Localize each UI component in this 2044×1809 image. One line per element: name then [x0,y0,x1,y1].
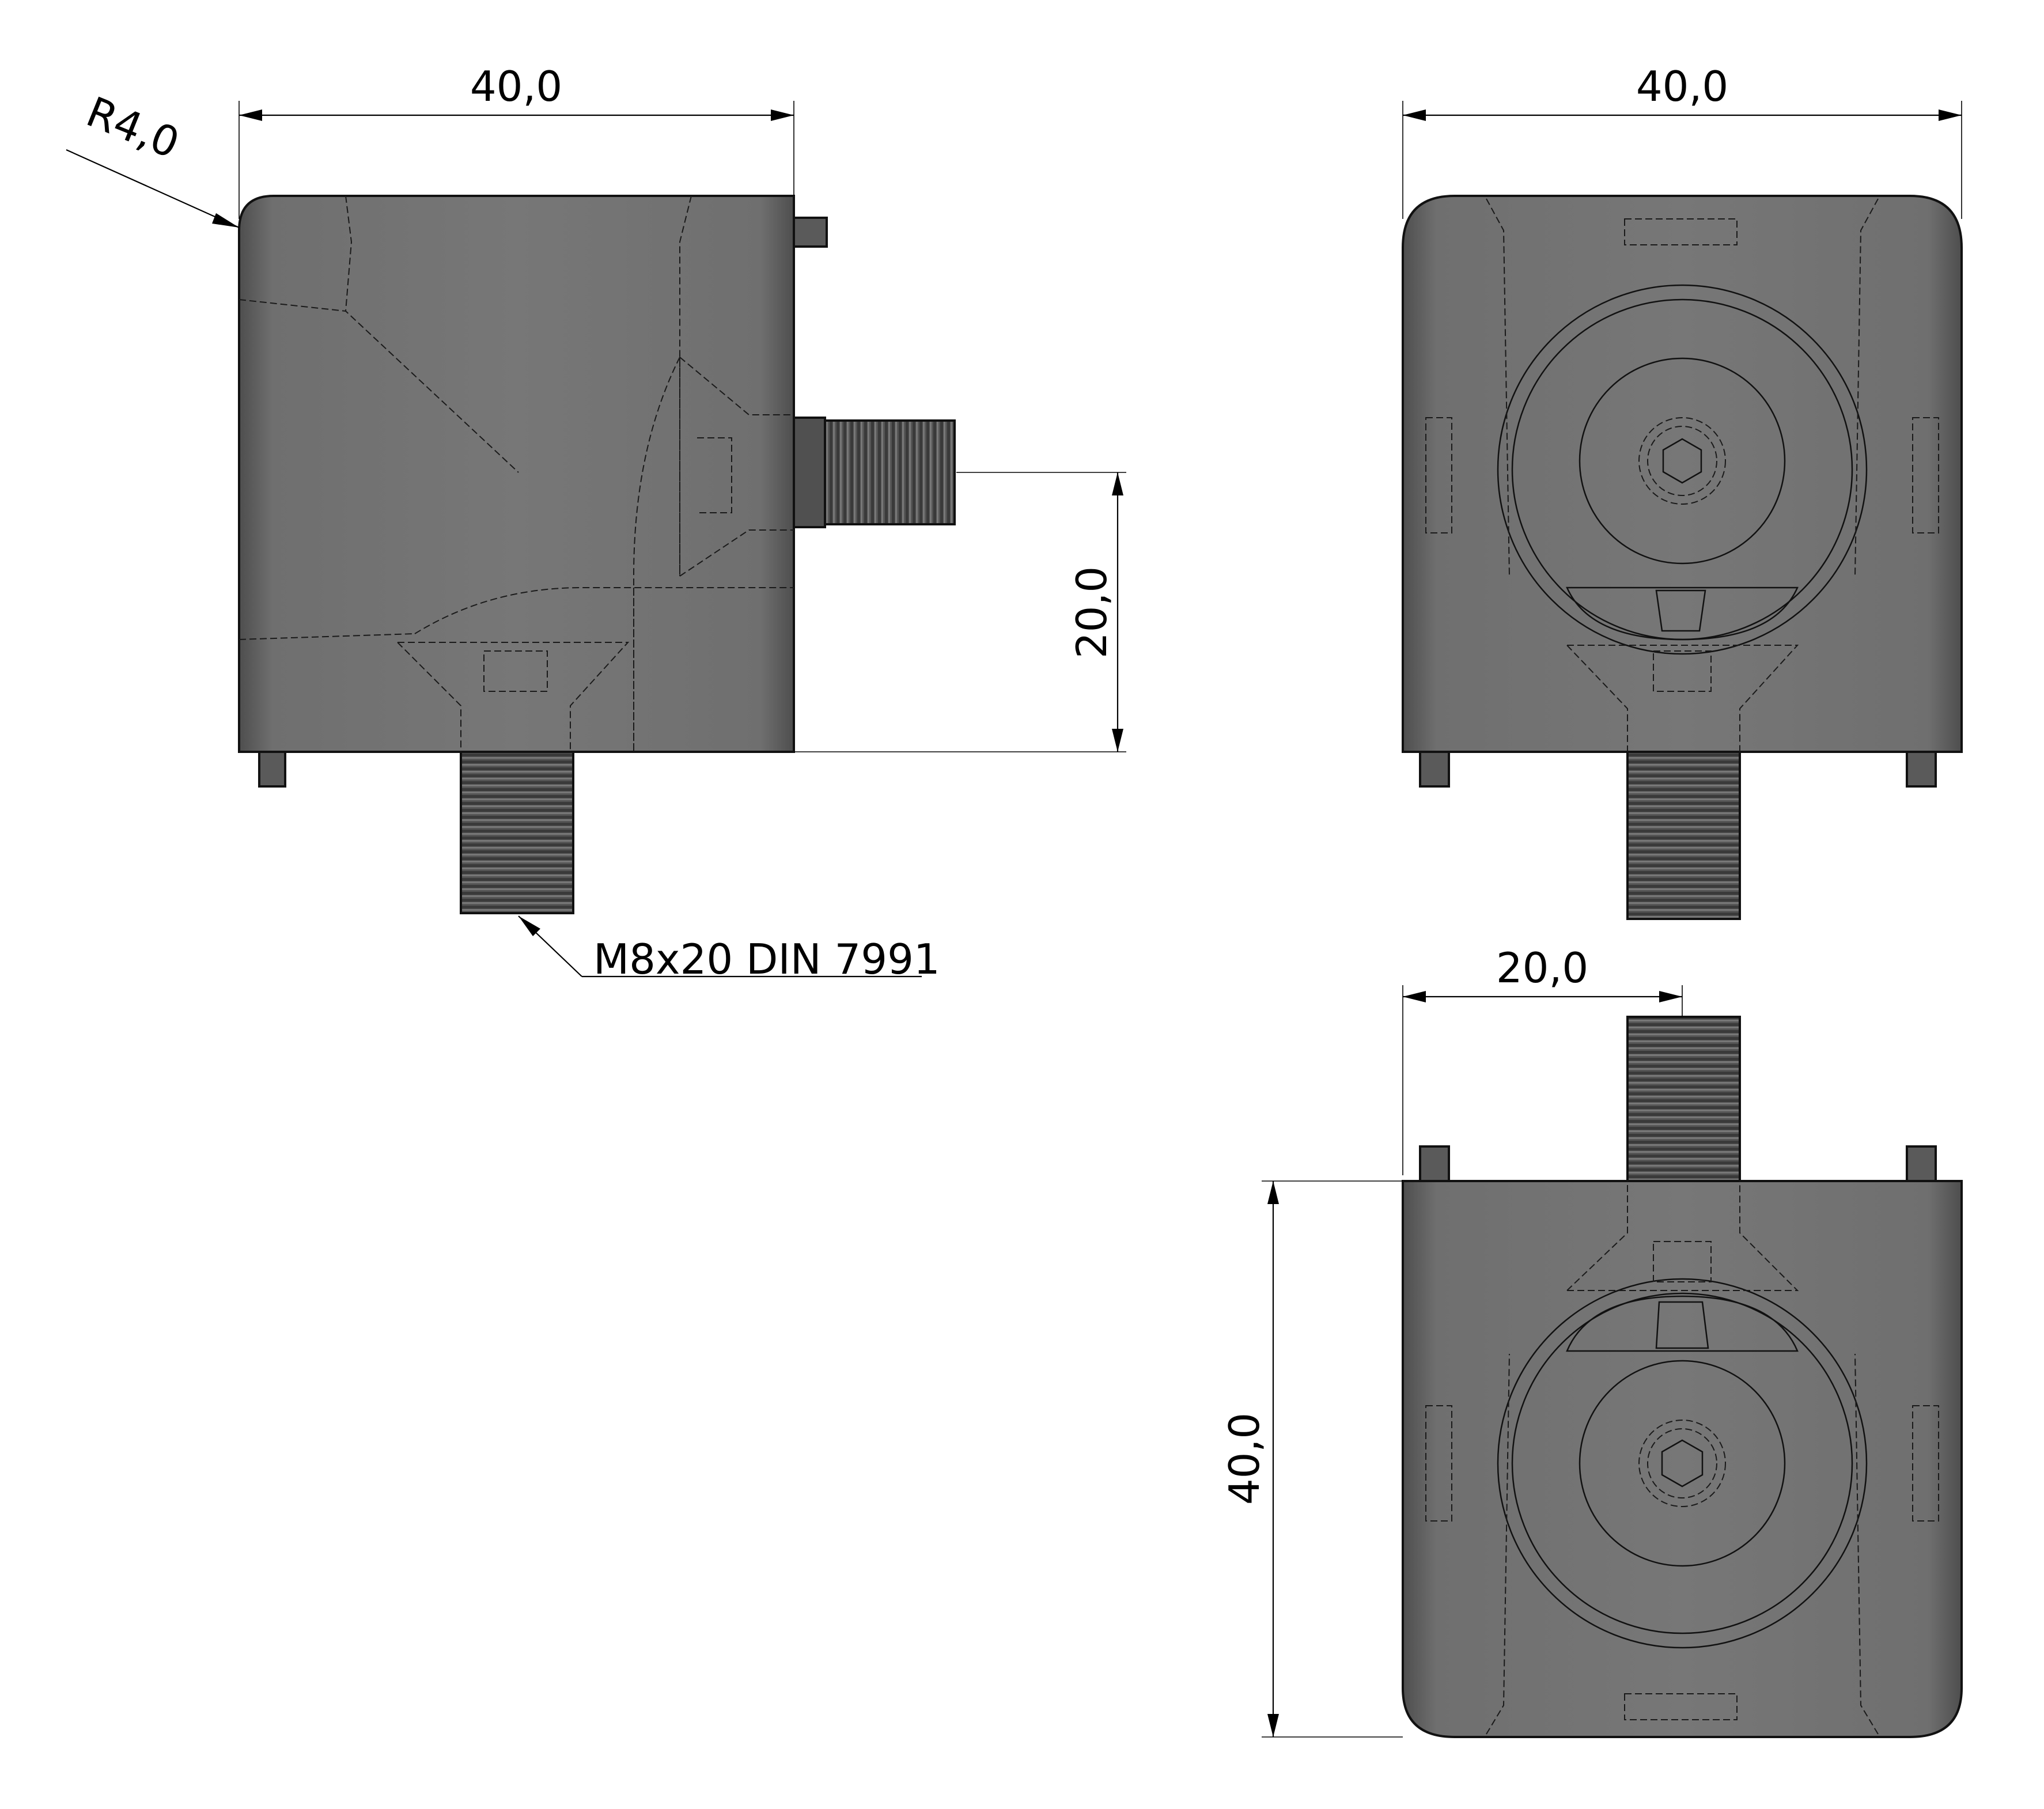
front-right-tab [1906,751,1937,788]
front-width-label: 40,0 [1636,62,1728,111]
bottom-view [1402,1016,1963,1738]
front-body [1402,195,1963,753]
bottom-height-label: 40,0 [1220,1413,1269,1505]
bottom-bowl [1497,1278,1868,1649]
horizontal-screw-head [793,417,826,528]
bottom-screw-head [1579,1360,1786,1567]
front-dimensions: 40,0 [1402,62,1962,219]
front-bowl [1497,284,1868,655]
bottom-dimensions: 20,0 40,0 [1220,944,1683,1738]
front-slot [1655,589,1706,632]
front-view [1402,195,1963,920]
bottom-left-tab [1419,1145,1450,1182]
side-width-label: 40,0 [470,62,562,111]
bottom-screw-thread [1626,1016,1741,1182]
front-hex-socket [1662,438,1702,484]
top-right-tab [791,217,828,248]
bottom-body [1402,1180,1963,1738]
radius-label: R4,0 [80,88,186,168]
side-view [238,195,956,914]
bottom-hex-socket [1661,1439,1704,1488]
front-screw-head [1579,357,1786,565]
front-screw-thread [1626,751,1741,920]
screw-callout: M8x20 DIN 7991 [593,935,940,983]
connector-body [238,195,795,753]
front-clamp [1566,586,1799,641]
bottom-clamp [1566,1295,1799,1352]
bottom-slot [1655,1301,1709,1349]
side-height-label: 20,0 [1068,566,1116,658]
vertical-screw-thread [460,751,574,914]
bottom-right-tab [1906,1145,1937,1182]
front-left-tab [1419,751,1450,788]
bottom-offset-label: 20,0 [1496,944,1588,992]
bottom-tab [258,751,286,788]
horizontal-screw-thread [824,419,956,525]
